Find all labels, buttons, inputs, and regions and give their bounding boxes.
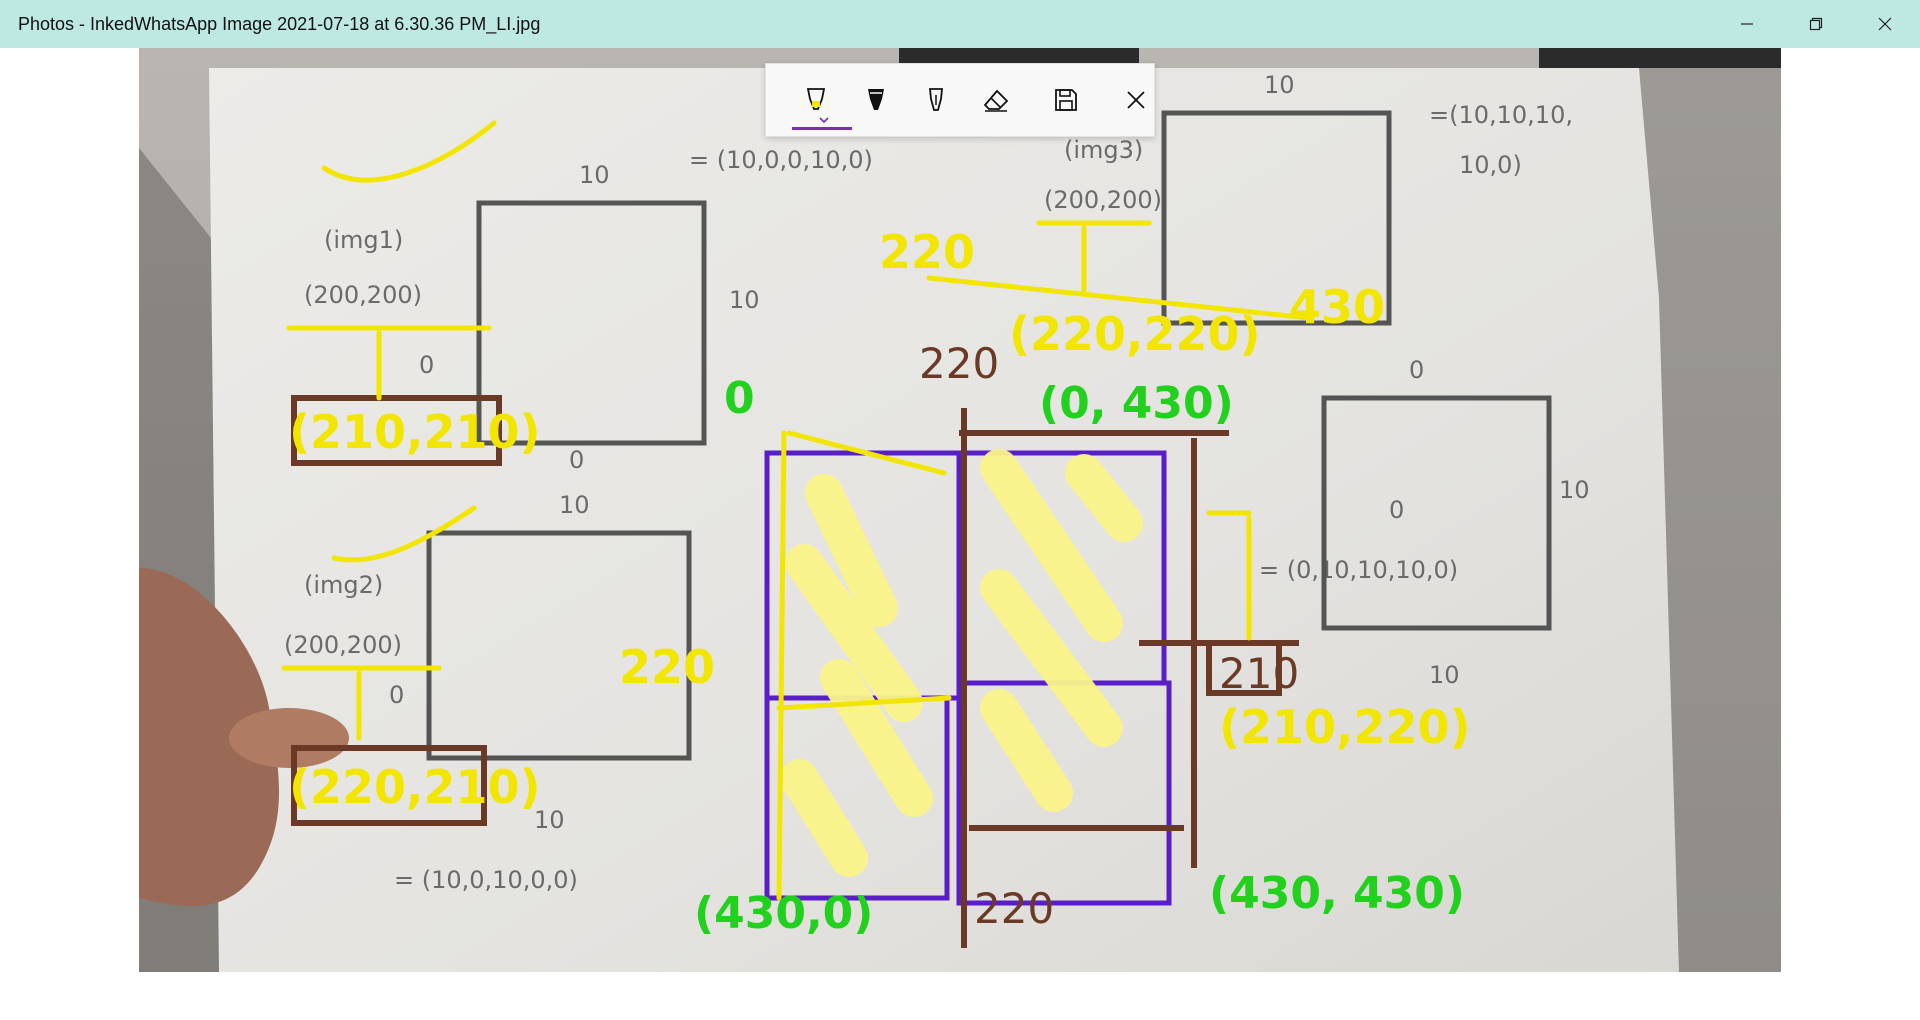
minimize-icon — [1741, 23, 1753, 25]
ink-green-0: 0 — [724, 373, 755, 424]
ballpoint-pen-tool[interactable] — [788, 64, 852, 136]
paper-label-0b: 0 — [569, 446, 584, 474]
pencil-icon — [868, 89, 884, 110]
paper-label-200-1: (200,200) — [304, 281, 422, 309]
ink-green-430-0: (430,0) — [694, 888, 873, 939]
paper-label-eq3b: 10,0) — [1459, 151, 1522, 179]
ink-220-left: 220 — [619, 640, 715, 694]
paper-label-0e: 0 — [1389, 496, 1404, 524]
paper-label-10e: 10 — [534, 806, 565, 834]
paper-label-10a: 10 — [579, 161, 610, 189]
ink-220-top: 220 — [879, 225, 975, 279]
paper-label-10g: 10 — [1429, 661, 1460, 689]
paper-label-eq3a: =(10,10,10, — [1429, 101, 1573, 129]
pencil-tool[interactable] — [848, 64, 904, 136]
ink-210-220: (210,220) — [1219, 700, 1471, 754]
ink-220-210: (220,210) — [289, 760, 541, 814]
calligraphy-pen-icon — [929, 88, 943, 111]
minimize-button[interactable] — [1712, 0, 1782, 48]
paper-label-0a: 0 — [419, 351, 434, 379]
paper-label-img2: (img2) — [304, 571, 383, 599]
close-icon — [1878, 17, 1892, 31]
ink-toolbar — [765, 63, 1155, 137]
ink-brown-210: 210 — [1219, 649, 1299, 698]
paper-label-0d: 0 — [1409, 356, 1424, 384]
selected-tool-indicator — [792, 127, 852, 130]
photo-canvas[interactable]: 10 = (10,0,0,10,0) (img3) (200,200) 10 =… — [139, 48, 1781, 972]
title-bar: Photos - InkedWhatsApp Image 2021-07-18 … — [0, 0, 1920, 48]
pen-icon — [806, 88, 826, 110]
paper-label-0c: 0 — [389, 681, 404, 709]
paper-label-10b: 10 — [1264, 71, 1295, 99]
ink-220-220: (220,220) — [1009, 307, 1261, 361]
paper-label-200-3: (200,200) — [1044, 186, 1162, 214]
close-window-button[interactable] — [1850, 0, 1920, 48]
photo-image: 10 = (10,0,0,10,0) (img3) (200,200) 10 =… — [139, 48, 1781, 972]
save-icon — [1055, 89, 1077, 111]
paper-label-eq2: = (10,0,10,0,0) — [394, 866, 578, 894]
ink-green-430-430: (430, 430) — [1209, 868, 1465, 919]
save-tool[interactable] — [1038, 64, 1094, 136]
chevron-down-icon[interactable] — [819, 116, 829, 124]
ink-brown-220a: 220 — [919, 339, 999, 388]
paper-label-0f: = (0,10,10,10,0) — [1259, 556, 1458, 584]
ink-brown-220b: 220 — [974, 884, 1054, 933]
close-ink-tool[interactable] — [1108, 64, 1164, 136]
restore-icon — [1809, 17, 1823, 31]
ink-green-0-430: (0, 430) — [1039, 378, 1234, 429]
restore-button[interactable] — [1781, 0, 1851, 48]
paper-label-200-2: (200,200) — [284, 631, 402, 659]
eraser-tool[interactable] — [968, 64, 1024, 136]
window-title: Photos - InkedWhatsApp Image 2021-07-18 … — [18, 14, 541, 34]
paper-label-10f: 10 — [1559, 476, 1590, 504]
ink-210-210: (210,210) — [289, 405, 541, 459]
paper-label-10d: 10 — [559, 491, 590, 519]
calligraphy-pen-tool[interactable] — [908, 64, 964, 136]
eraser-icon — [983, 89, 1009, 112]
paper-label-10c: 10 — [729, 286, 760, 314]
paper-label-eq1: = (10,0,0,10,0) — [689, 146, 873, 174]
close-icon — [1127, 91, 1145, 109]
ink-430: 430 — [1289, 280, 1385, 334]
paper-label-img1: (img1) — [324, 226, 403, 254]
paper-label-img3: (img3) — [1064, 136, 1143, 164]
